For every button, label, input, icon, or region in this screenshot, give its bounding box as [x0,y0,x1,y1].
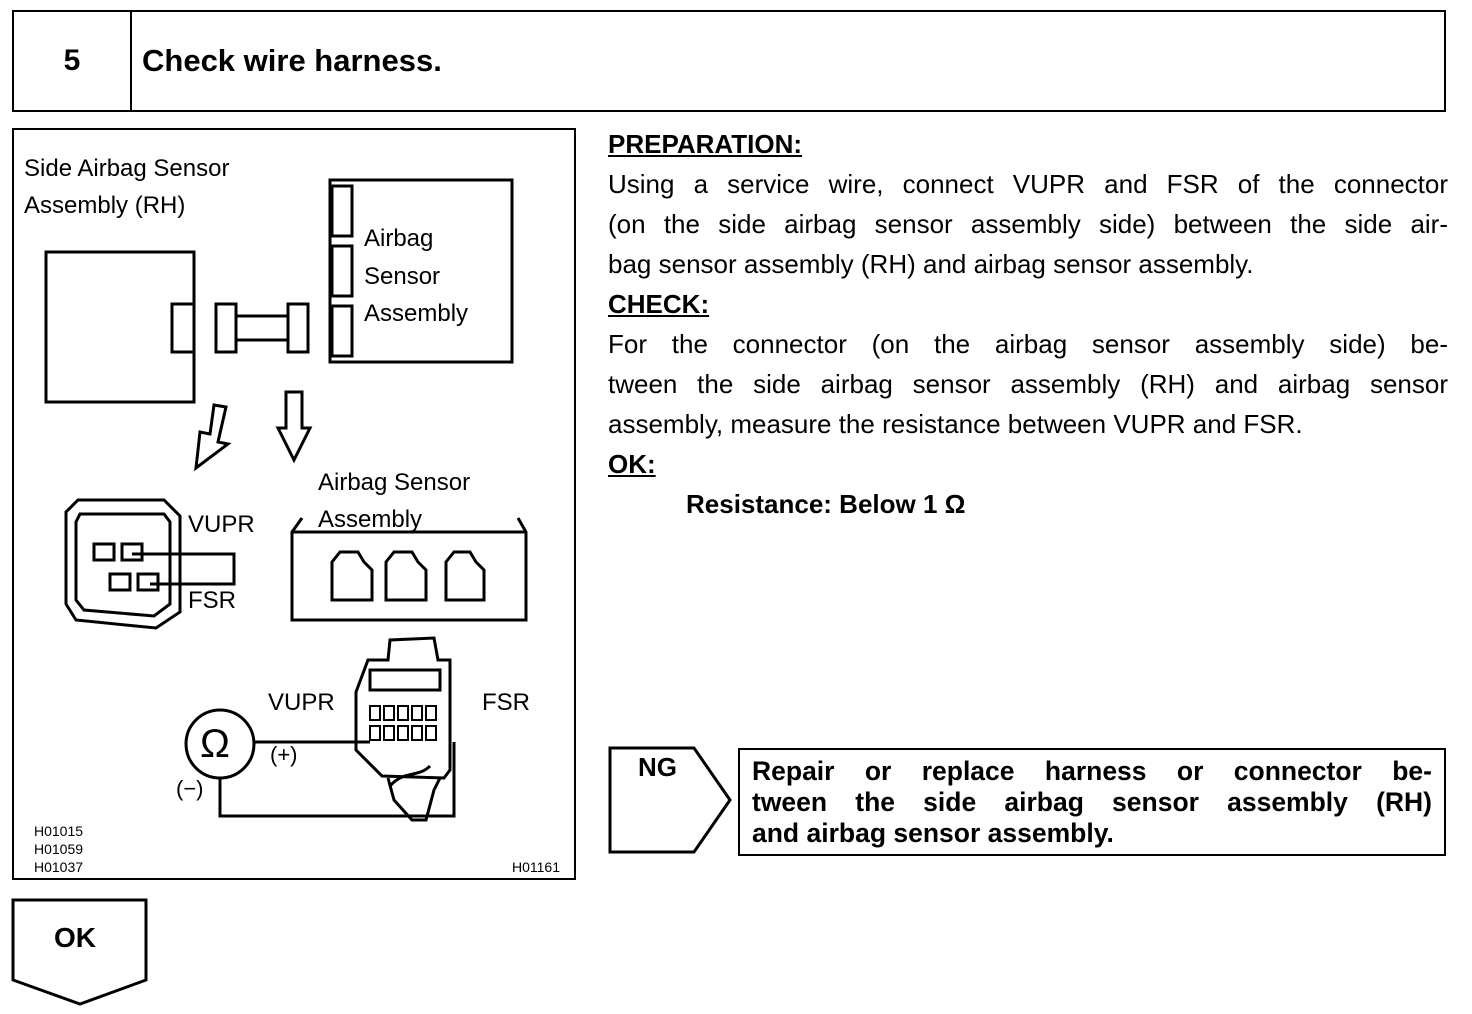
label-vupr-meter: VUPR [268,689,335,716]
preparation-section: PREPARATION: Using a service wire, conne… [608,124,1448,524]
ok-next-label: OK [54,922,96,953]
ng-arrow [608,746,732,854]
side-sensor-port [170,302,196,354]
ohm-symbol: Ω [200,722,230,766]
label-side-sensor-line2: Assembly (RH) [24,192,186,219]
label-vupr: VUPR [188,511,255,538]
check-line-1: For the connector (on the airbag sensor … [608,329,1448,359]
side-connector-face [64,498,182,630]
preparation-heading: PREPARATION: [608,129,803,159]
ng-line-1: Repair or replace harness or connector b… [752,756,1432,786]
figure-code-right: H01161 [512,859,561,875]
arrow-down [275,390,313,464]
label-fsr-meter: FSR [482,689,530,716]
ok-spec-heading: OK: [608,449,656,479]
label-plus: (+) [270,742,298,767]
label-airbag-sensor2-line1: Airbag Sensor [318,469,471,496]
figure-code-2: H01059 [34,841,84,857]
connector-left [214,302,238,354]
ng-line-3: and airbag sensor assembly. [752,818,1114,848]
preparation-line-2: (on the side airbag sensor assembly side… [608,209,1448,239]
check-line-3: assembly, measure the resistance between… [608,409,1303,439]
label-fsr: FSR [188,587,236,614]
step-title: Check wire harness. [142,43,442,78]
label-side-sensor-line1: Side Airbag Sensor [24,155,230,182]
label-airbag-sensor-line3: Assembly [364,300,469,327]
check-heading: CHECK: [608,289,710,319]
ok-spec-value: Resistance: Below 1 Ω [686,489,966,519]
step-header: 5 Check wire harness. [12,10,1446,112]
ng-label: NG [638,752,677,782]
sensor-connector-housing [290,517,528,622]
ok-arrow [11,898,148,1006]
ng-action-box: Repair or replace harness or connector b… [738,748,1446,856]
label-airbag-sensor-line2: Sensor [364,263,441,290]
label-airbag-sensor2-line2: Assembly [318,506,423,533]
wiring-figure: Side Airbag Sensor Assembly (RH) Airbag … [12,128,576,880]
airbag-sensor-box [328,178,514,364]
label-minus: (−) [176,776,204,801]
figure-code-1: H01015 [34,823,84,839]
ng-line-2: tween the side airbag sensor assembly (R… [752,787,1432,817]
figure-drawing [44,178,528,822]
check-line-2: tween the side airbag sensor assembly (R… [608,369,1448,399]
step-number: 5 [14,12,132,110]
probe-connector [354,636,452,780]
arrow-down-left [194,403,232,472]
preparation-line-3: bag sensor assembly (RH) and airbag sens… [608,249,1254,279]
connector-right [286,302,310,354]
preparation-line-1: Using a service wire, connect VUPR and F… [608,169,1448,199]
label-airbag-sensor-line1: Airbag [364,225,434,252]
figure-code-3: H01037 [34,859,84,875]
